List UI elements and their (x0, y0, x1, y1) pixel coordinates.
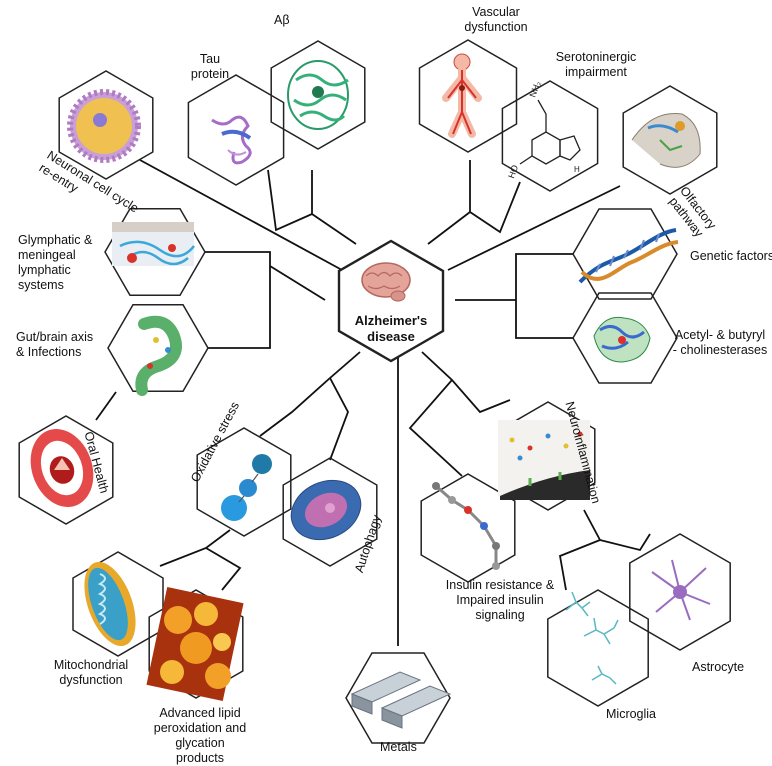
cholinesterase-hex (572, 292, 678, 384)
connector-vascular-serotonin (427, 160, 521, 245)
center-title: Alzheimer's disease (354, 313, 428, 344)
astrocyte-hex (629, 533, 731, 651)
lipid-label: Advanced lipid peroxidation and glycatio… (153, 706, 247, 765)
connector-olfactory (447, 185, 621, 271)
metals-hex (345, 652, 451, 744)
oral-hex (18, 415, 114, 525)
insulin-hex (420, 473, 516, 583)
astrocyte-icon (651, 559, 711, 621)
hexagon-frames (18, 39, 731, 744)
human-vascular-system-icon (442, 53, 482, 138)
tau-protein-icon (211, 115, 252, 165)
microglia-icon (565, 591, 619, 685)
tau-hex (187, 74, 285, 186)
insulin-molecule-icon (432, 482, 500, 570)
connector-astro-micro (558, 509, 651, 591)
metal-bars-icon (350, 671, 452, 729)
connector-cellcycle (139, 159, 343, 271)
connector-neuro-insulin (408, 351, 511, 477)
connector-mito-lipid (159, 529, 242, 591)
mitochondrial-hex (72, 551, 164, 657)
genetic-hex (572, 208, 678, 300)
gut-label: Gut/brain axis & Infections (16, 330, 94, 359)
cell-autophagy-icon (290, 479, 362, 541)
connector-tau-abeta (267, 169, 357, 245)
brain-icon (361, 262, 411, 302)
abeta-hex (270, 40, 366, 150)
oxidative-hex (196, 427, 292, 537)
vascular-label: Vascular dysfunction (464, 5, 528, 34)
microglia-label: Microglia (606, 707, 657, 721)
cellcycle-hex (58, 70, 154, 180)
gut-hex (107, 303, 209, 393)
insulin-label: Insulin resistance & Impaired insulin si… (445, 578, 555, 622)
serotonin-hex (501, 80, 599, 192)
dna-helix-icon (578, 228, 679, 284)
mitochondrial-label: Mitochondrial dysfunction (53, 658, 129, 687)
enzyme-structure-icon (593, 316, 651, 363)
inflammation-membrane-icon (498, 420, 590, 500)
mitochondrion-icon (84, 561, 136, 647)
meninges-tissue-icon (112, 222, 195, 266)
svg-text:H: H (574, 165, 580, 174)
abeta-label: Aβ (274, 13, 290, 27)
olfactory-hex (622, 85, 718, 195)
astrocyte-label: Astrocyte (692, 660, 745, 674)
connector-genetic-cholinesterase (455, 253, 573, 339)
amyloid-beta-protein-icon (287, 60, 349, 130)
tau-protein-label: Tau protein (190, 52, 230, 81)
glymphatic-hex (104, 207, 206, 297)
svg-text:HO: HO (506, 164, 520, 180)
olfactory-pathway-icon (631, 113, 701, 168)
lipid-hex (148, 589, 244, 699)
genetic-label: Genetic factors (690, 249, 772, 263)
connector-lines (95, 159, 651, 646)
glymphatic-label: Glymphatic & meningeal lymphatic systems (18, 233, 93, 292)
connector-oxidative-autophagy (259, 351, 361, 461)
connector-oral (95, 391, 117, 421)
serotonin-molecule-icon: NH₂ HO H (506, 79, 581, 180)
metals-label: Metals (380, 740, 417, 754)
svg-text:NH₂: NH₂ (527, 79, 542, 98)
mouth-icon (30, 429, 94, 507)
cholinesterase-label: Acetyl- & butyryl - cholinesterases (672, 328, 768, 357)
neuron-cell-icon (67, 89, 141, 163)
serotonin-label: Serotoninergic impairment (555, 50, 637, 79)
vascular-hex (418, 39, 518, 153)
autophagy-hex (282, 457, 378, 567)
lipid-droplets-icon (146, 586, 244, 702)
stomach-microbiota-icon (135, 315, 182, 396)
oxidative-molecules-icon (221, 454, 272, 521)
microglia-hex (547, 589, 649, 707)
connector-glymphatic (205, 251, 326, 349)
